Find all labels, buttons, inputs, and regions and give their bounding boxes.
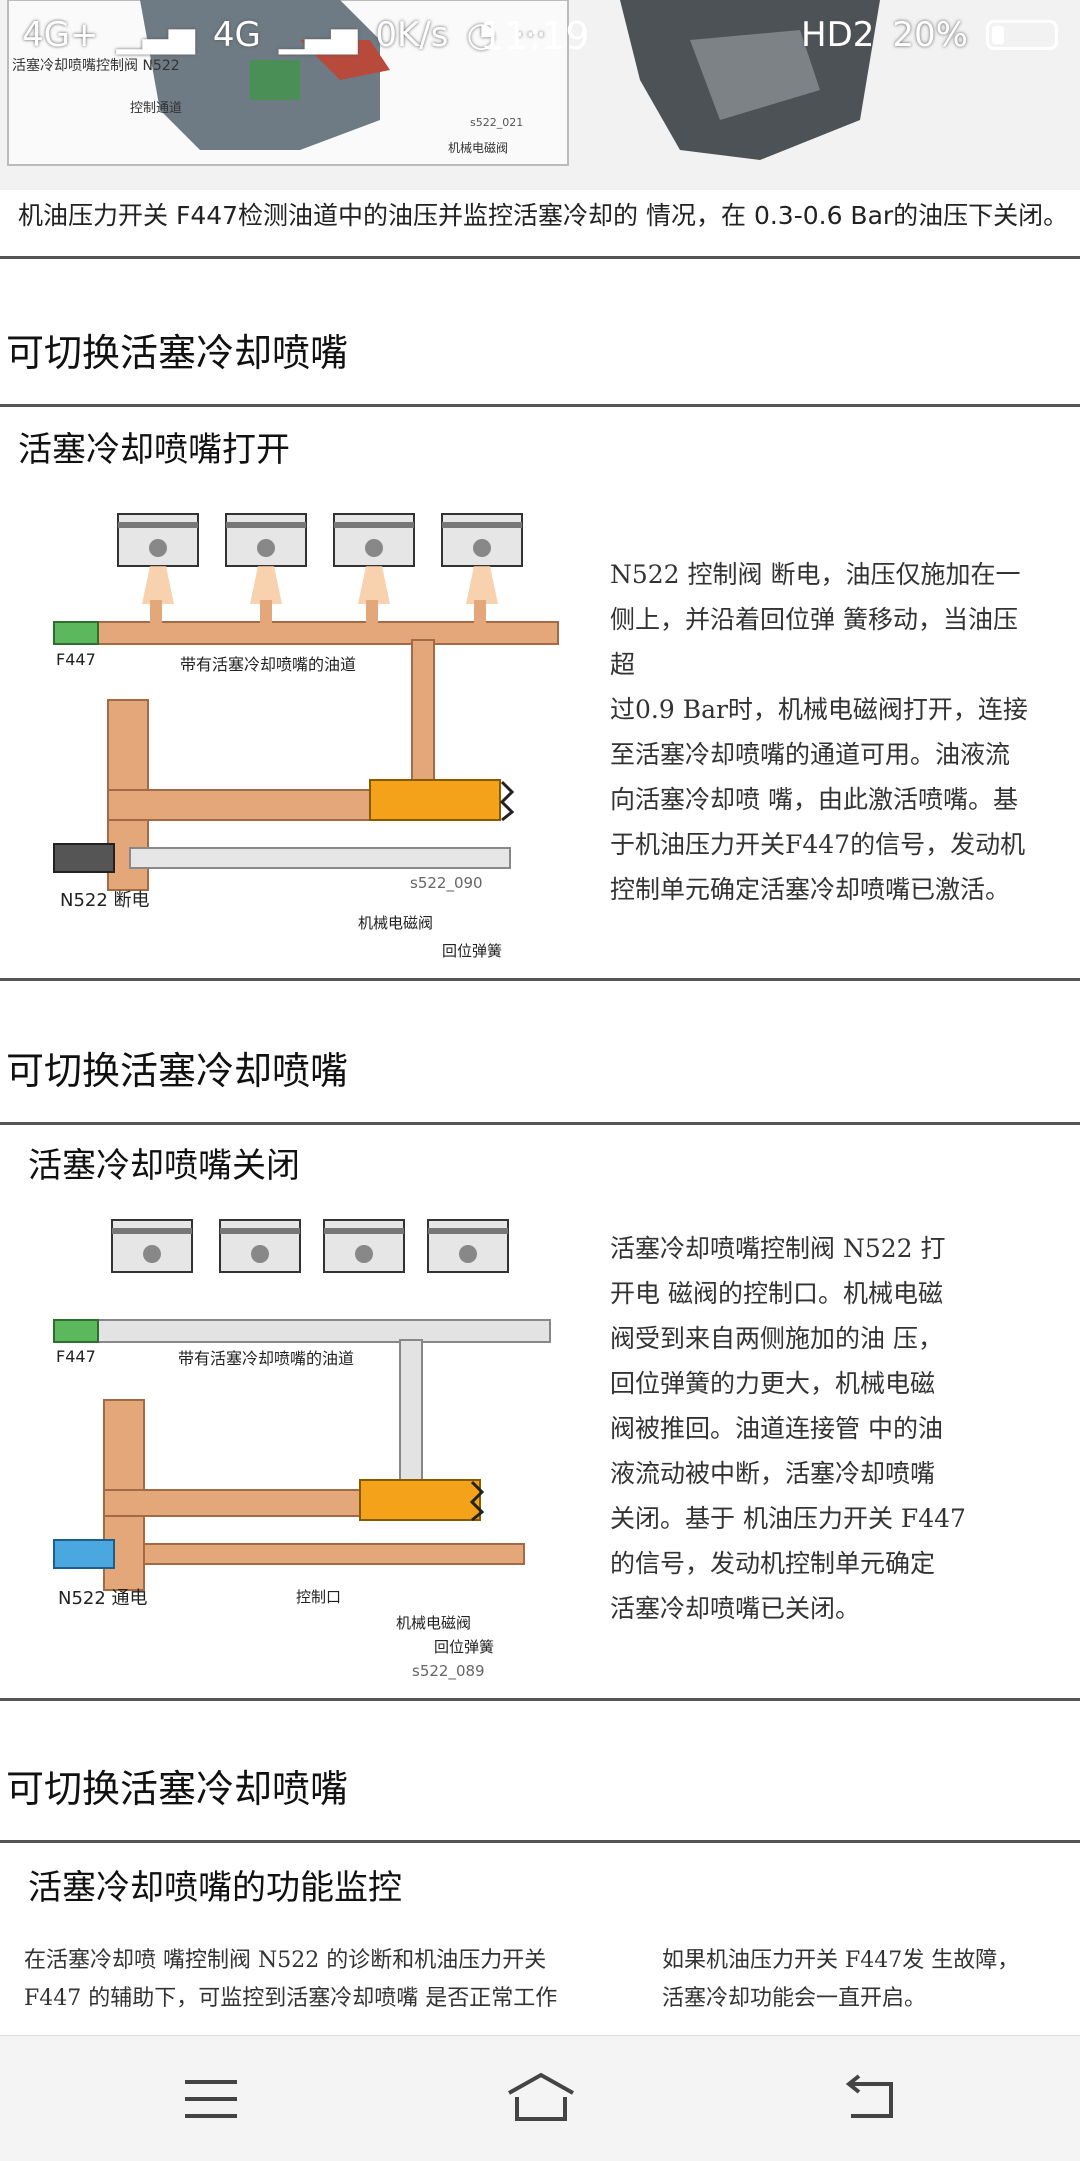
menu-icon bbox=[185, 2080, 237, 2118]
signal-icon-2: ▁▃▅ bbox=[278, 15, 358, 55]
desc-line: 关闭。基于 机油压力开关 F447 bbox=[610, 1504, 966, 1533]
desc-line: 活塞冷却喷嘴已关闭。 bbox=[610, 1594, 861, 1623]
callout-4: 机械电磁阀 bbox=[448, 140, 508, 155]
divider bbox=[0, 1840, 1080, 1843]
desc-line: 过0.9 Bar时，机械电磁阀打开，连接 bbox=[610, 695, 1028, 724]
diagram-closed: F447 带有活塞冷却喷嘴的油道 N522 通电 控制口 机械电磁阀 回位弹簧 … bbox=[53, 1219, 551, 1680]
home-button[interactable] bbox=[496, 2064, 586, 2134]
piston-row bbox=[111, 1219, 509, 1273]
carrier-2: 4G bbox=[212, 15, 261, 55]
desc-line: 阀受到来自两侧施加的油 压， bbox=[610, 1324, 943, 1353]
divider bbox=[0, 978, 1080, 981]
piston-row bbox=[117, 513, 523, 604]
network-speed: 0K/s bbox=[375, 15, 449, 55]
hd-indicator: HD2 bbox=[801, 15, 875, 55]
figure-caption: 机油压力开关 F447检测油道中的油压并监控活塞冷却的 情况，在 0.3-0.6… bbox=[18, 201, 1069, 230]
desc-line: 活塞冷却喷嘴控制阀 N522 打 bbox=[610, 1234, 946, 1263]
label-code: s522_090 bbox=[410, 874, 483, 893]
spring bbox=[499, 780, 515, 822]
callout-1: 活塞冷却喷嘴控制阀 N522 bbox=[12, 57, 180, 74]
subtitle-monitoring: 活塞冷却喷嘴的功能监控 bbox=[28, 1868, 402, 1908]
f447-connector bbox=[53, 1319, 99, 1343]
subtitle-closed: 活塞冷却喷嘴关闭 bbox=[28, 1146, 300, 1186]
f447-connector bbox=[53, 621, 99, 645]
description-open: N522 控制阀 断电，油压仅施加在一 侧上，并沿着回位弹 簧移动，当油压超 过… bbox=[610, 552, 1040, 912]
section-title-2: 可切换活塞冷却喷嘴 bbox=[6, 1049, 349, 1093]
desc-line: 回位弹簧的力更大，机械电磁 bbox=[610, 1369, 936, 1398]
diagram-open: F447 带有活塞冷却喷嘴的油道 N522 断电 s522_090 机械电磁阀 … bbox=[53, 513, 559, 960]
label-oil-channel: 带有活塞冷却喷嘴的油道 bbox=[180, 655, 356, 674]
description-closed: 活塞冷却喷嘴控制阀 N522 打 开电 磁阀的控制口。机械电磁 阀受到来自两侧施… bbox=[610, 1226, 1040, 1631]
desc-line: 于机油压力开关F447的信号，发动机 bbox=[610, 830, 1026, 859]
label-f447: F447 bbox=[56, 1347, 96, 1366]
spring bbox=[469, 1480, 485, 1522]
desc-line: 侧上，并沿着回位弹 簧移动，当油压超 bbox=[610, 605, 1018, 679]
label-n522: N522 通电 bbox=[58, 1588, 148, 1609]
back-icon bbox=[845, 2074, 893, 2118]
qq-icon: ◔ bbox=[466, 15, 497, 55]
valve-body bbox=[359, 1479, 481, 1521]
home-icon bbox=[508, 2072, 574, 2121]
back-button[interactable] bbox=[824, 2064, 914, 2134]
desc-line: 的信号，发动机控制单元确定 bbox=[610, 1549, 936, 1578]
desc-line: 向活塞冷却喷 嘴，由此激活喷嘴。基 bbox=[610, 785, 1018, 814]
desc-line: N522 控制阀 断电，油压仅施加在一 bbox=[610, 560, 1021, 589]
oil-gallery bbox=[97, 621, 559, 645]
carrier-1: 4G+ bbox=[22, 15, 99, 55]
clock: 11:19 bbox=[480, 14, 590, 58]
battery-percent: 20% bbox=[892, 15, 968, 55]
label-valve: 机械电磁阀 bbox=[396, 1614, 471, 1632]
text-line: 如果机油压力开关 F447发 生故障， bbox=[662, 1948, 1020, 1973]
label-spring: 回位弹簧 bbox=[442, 942, 502, 960]
menu-button[interactable] bbox=[166, 2064, 256, 2134]
desc-line: 至活塞冷却喷嘴的通道可用。油液流 bbox=[610, 740, 1011, 769]
status-bar: 4G+ ▁▃▅ 4G ▁▃▅ 0K/s ◔ ··· HD2 20% bbox=[0, 0, 1080, 70]
label-f447: F447 bbox=[56, 650, 96, 669]
label-code: s522_089 bbox=[412, 1662, 485, 1680]
callout-2: 控制通道 bbox=[130, 101, 182, 116]
n522-connector-blue bbox=[53, 1539, 115, 1569]
label-control-port: 控制口 bbox=[296, 1588, 341, 1606]
desc-line: 控制单元确定活塞冷却喷嘴已激活。 bbox=[610, 875, 1011, 904]
monitoring-left-text: 在活塞冷却喷 嘴控制阀 N522 的诊断和机油压力开关 F447 的辅助下，可监… bbox=[24, 1942, 624, 2018]
callout-3: s522_021 bbox=[470, 116, 523, 129]
engine-cutaway-illustration: 活塞冷却喷嘴控制阀 N522 控制通道 s522_021 机械电磁阀 bbox=[0, 0, 1080, 190]
more-icon: ··· bbox=[514, 15, 547, 55]
label-n522: N522 断电 bbox=[60, 890, 150, 911]
label-valve: 机械电磁阀 bbox=[358, 914, 433, 932]
n522-connector bbox=[53, 843, 115, 873]
divider bbox=[0, 1122, 1080, 1125]
section-title-1: 可切换活塞冷却喷嘴 bbox=[6, 331, 349, 375]
divider bbox=[0, 256, 1080, 259]
text-line: 活塞冷却功能会一直开启。 bbox=[662, 1986, 927, 2011]
desc-line: 开电 磁阀的控制口。机械电磁 bbox=[610, 1279, 943, 1308]
top-figure: 活塞冷却喷嘴控制阀 N522 控制通道 s522_021 机械电磁阀 4G+ ▁… bbox=[0, 0, 1080, 190]
divider bbox=[0, 1698, 1080, 1701]
label-spring: 回位弹簧 bbox=[434, 1638, 494, 1656]
battery-icon bbox=[986, 20, 1058, 50]
text-line: F447 的辅助下，可监控到活塞冷却喷嘴 是否正常工作 bbox=[24, 1986, 558, 2011]
monitoring-right-text: 如果机油压力开关 F447发 生故障， 活塞冷却功能会一直开启。 bbox=[662, 1942, 1062, 2018]
label-oil-channel: 带有活塞冷却喷嘴的油道 bbox=[178, 1349, 354, 1368]
text-line: 在活塞冷却喷 嘴控制阀 N522 的诊断和机油压力开关 bbox=[24, 1948, 547, 1973]
desc-line: 阀被推回。油道连接管 中的油 bbox=[610, 1414, 943, 1443]
navigation-bar bbox=[0, 2035, 1080, 2161]
desc-line: 液流动被中断，活塞冷却喷嘴 bbox=[610, 1459, 936, 1488]
signal-icon: ▁▃▅ bbox=[116, 15, 195, 55]
valve-body bbox=[369, 779, 501, 821]
subtitle-open: 活塞冷却喷嘴打开 bbox=[18, 430, 290, 470]
section-title-3: 可切换活塞冷却喷嘴 bbox=[6, 1767, 349, 1811]
divider bbox=[0, 404, 1080, 407]
oil-gallery-grey bbox=[97, 1319, 551, 1343]
